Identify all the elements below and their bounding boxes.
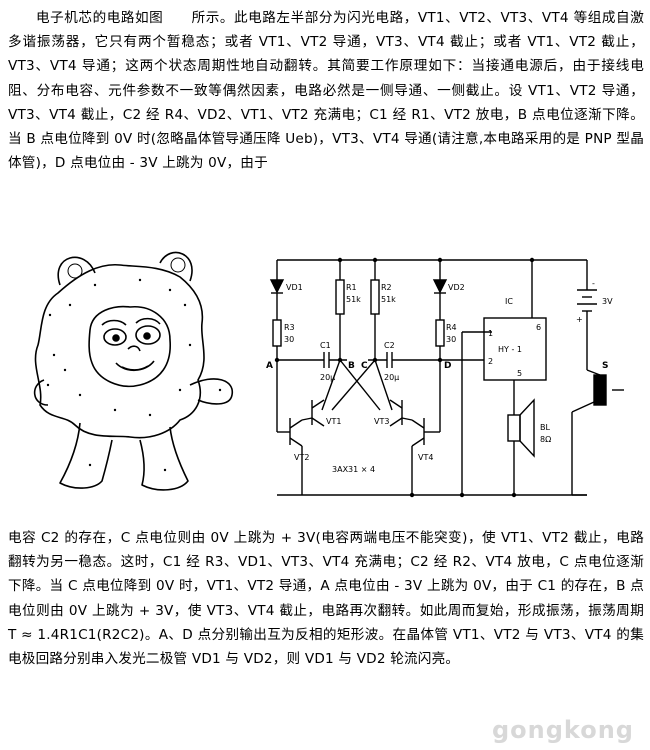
label-r2: R2 (381, 283, 392, 292)
label-r1: R1 (346, 283, 357, 292)
label-battery: 3V (602, 297, 613, 306)
label-speaker: BL (540, 423, 550, 432)
label-c1-value: 20μ (320, 373, 335, 382)
label-speaker-value: 8Ω (540, 435, 551, 444)
label-pin-5: 5 (517, 369, 522, 378)
label-transistor-type: 3AX31 × 4 (332, 465, 375, 474)
lion-cartoon-illustration (33, 251, 233, 491)
label-ic-name: HY - 1 (498, 345, 522, 354)
paragraph-top: 电子机芯的电路如图 所示。此电路左半部分为闪光电路，VT1、VT2、VT3、VT… (8, 10, 644, 172)
label-vt4: VT4 (418, 453, 433, 462)
label-r1-value: 51k (346, 295, 361, 304)
label-vd2: VD2 (448, 283, 465, 292)
label-pin-2: 2 (488, 357, 493, 366)
label-node-c: C (361, 361, 368, 371)
label-vt1: VT1 (326, 417, 341, 426)
label-c2-value: 20μ (384, 373, 399, 382)
label-c2: C2 (384, 341, 395, 350)
label-node-d: D (444, 361, 451, 371)
label-r2-value: 51k (381, 295, 396, 304)
label-pin-6: 6 (536, 323, 541, 332)
label-vd1: VD1 (286, 283, 303, 292)
label-c1: C1 (320, 341, 331, 350)
label-vt3: VT3 (374, 417, 389, 426)
label-ic: IC (505, 297, 513, 306)
paragraph-bottom: 电容 C2 的存在，C 点电位则由 0V 上跳为 + 3V(电容两端电压不能突变… (8, 530, 644, 668)
label-vt2: VT2 (294, 453, 309, 462)
label-battery-minus: - (592, 279, 595, 288)
label-r4: R4 (446, 323, 457, 332)
label-r3-value: 30 (284, 335, 294, 344)
label-node-b: B (348, 361, 355, 371)
label-battery-plus: + (576, 315, 583, 324)
label-pin-1: 1 (488, 329, 493, 338)
watermark-logo: gongkong (491, 716, 634, 744)
label-r4-value: 30 (446, 335, 456, 344)
circuit-diagram: VD1 VD2 R1 51k R2 51k R3 30 R4 30 C1 20μ… (266, 257, 624, 498)
label-r3: R3 (284, 323, 295, 332)
label-node-a: A (266, 361, 273, 371)
label-switch: S (602, 361, 608, 371)
